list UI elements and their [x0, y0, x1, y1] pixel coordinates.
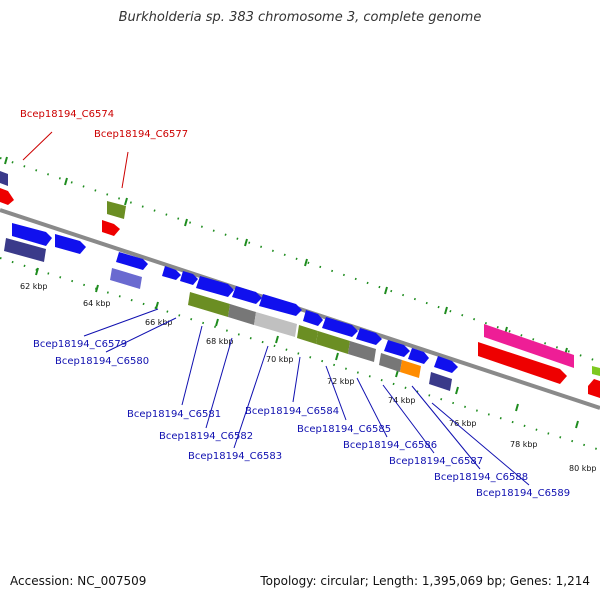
gene-arrow[interactable]: [55, 234, 86, 254]
gene-arrow[interactable]: [196, 276, 234, 297]
kbp-label: 66 kbp: [145, 318, 173, 327]
gene-box[interactable]: [400, 360, 421, 378]
gene-label[interactable]: Bcep18194_C6584: [245, 406, 339, 417]
gene-label[interactable]: Bcep18194_C6583: [188, 451, 282, 462]
gene-box[interactable]: [254, 312, 297, 337]
kbp-label: 78 kbp: [510, 440, 538, 449]
gene-box[interactable]: [429, 372, 452, 391]
gene-box[interactable]: [4, 238, 46, 262]
kbp-label: 64 kbp: [83, 299, 111, 308]
gene-label[interactable]: Bcep18194_C6585: [297, 424, 391, 435]
gene-label[interactable]: Bcep18194_C6588: [434, 472, 528, 483]
gene-arrow[interactable]: [356, 328, 382, 345]
gene-label[interactable]: Bcep18194_C6589: [476, 488, 570, 499]
gene-arrow[interactable]: [322, 317, 358, 337]
lower-strand-genes: [4, 223, 458, 391]
leader-lines: [22, 131, 530, 486]
gene-label[interactable]: Bcep18194_C6586: [343, 440, 437, 451]
gene-box[interactable]: [297, 325, 318, 344]
gene-arrow[interactable]: [478, 342, 567, 384]
kbp-label: 74 kbp: [388, 396, 416, 405]
gene-box[interactable]: [316, 331, 350, 354]
gene-arrow[interactable]: [116, 252, 148, 270]
gene-box[interactable]: [110, 268, 142, 289]
kbp-label: 68 kbp: [206, 337, 234, 346]
gene-arrow[interactable]: [12, 223, 52, 246]
gene-arrow[interactable]: [588, 379, 600, 398]
gene-label[interactable]: Bcep18194_C6582: [159, 431, 253, 442]
kbp-label: 62 kbp: [20, 282, 48, 291]
gene-label[interactable]: Bcep18194_C6587: [389, 456, 483, 467]
upper-strand-genes: [0, 171, 600, 398]
gene-label[interactable]: Bcep18194_C6580: [55, 356, 149, 367]
gene-label[interactable]: Bcep18194_C6581: [127, 409, 221, 420]
gene-label[interactable]: Bcep18194_C6579: [33, 339, 127, 350]
kbp-label: 72 kbp: [327, 377, 355, 386]
gene-arrow[interactable]: [232, 286, 262, 304]
gene-arrow[interactable]: [484, 324, 574, 368]
gene-arrow[interactable]: [180, 271, 198, 285]
gene-arrow[interactable]: [0, 188, 14, 205]
kbp-label: 76 kbp: [449, 419, 477, 428]
gene-arrow[interactable]: [102, 220, 120, 236]
gene-arrow[interactable]: [0, 171, 8, 186]
gene-arrow[interactable]: [162, 266, 181, 280]
gene-box[interactable]: [188, 292, 230, 317]
kbp-label: 70 kbp: [266, 355, 294, 364]
gene-arrow[interactable]: [592, 366, 600, 376]
accession-text: Accession: NC_007509: [10, 574, 147, 588]
kbp-label: 80 kbp: [569, 464, 597, 473]
gene-arrow[interactable]: [259, 294, 302, 316]
gene-box[interactable]: [379, 353, 402, 372]
gene-box[interactable]: [228, 304, 256, 325]
gene-arrow[interactable]: [303, 310, 323, 326]
gene-arrow[interactable]: [408, 348, 429, 364]
gene-label[interactable]: Bcep18194_C6577: [94, 129, 188, 140]
gene-box[interactable]: [107, 201, 126, 219]
lower-ticks: [35, 267, 579, 429]
gene-arrow[interactable]: [434, 356, 458, 373]
gene-box[interactable]: [348, 341, 376, 362]
map-title: Burkholderia sp. 383 chromosome 3, compl…: [118, 10, 482, 25]
genome-summary-text: Topology: circular; Length: 1,395,069 bp…: [260, 574, 590, 588]
gene-label[interactable]: Bcep18194_C6574: [20, 109, 114, 120]
gene-arrow[interactable]: [384, 340, 410, 357]
